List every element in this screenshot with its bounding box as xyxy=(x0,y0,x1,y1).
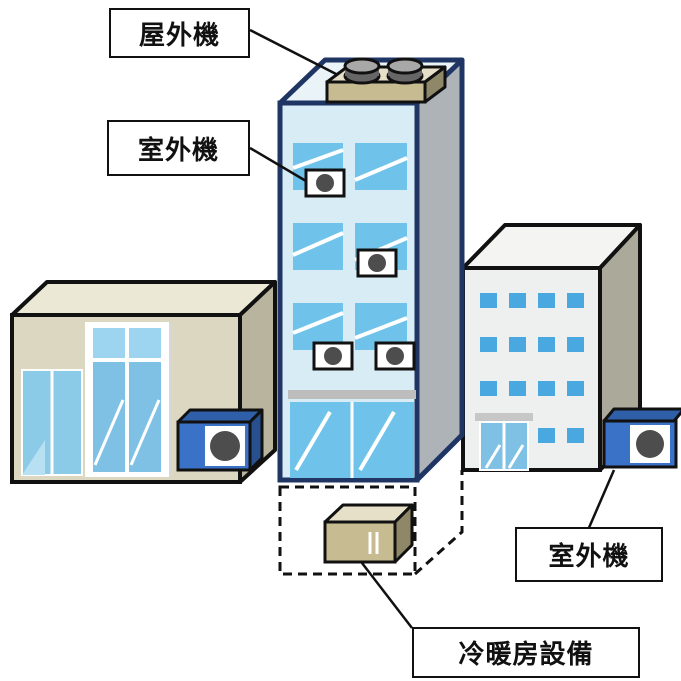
outdoor-unit-label: 室外機 xyxy=(107,120,250,176)
wall-unit xyxy=(304,168,346,198)
basement-outline xyxy=(278,470,464,576)
rooftop-unit-label: 屋外機 xyxy=(109,8,250,58)
center-tower xyxy=(277,57,465,483)
right-outdoor-unit xyxy=(602,407,681,469)
callout-lines xyxy=(249,28,616,629)
wall-unit xyxy=(312,341,354,371)
wall-unit xyxy=(374,341,416,371)
outdoor-unit-label-right: 室外機 xyxy=(515,527,663,582)
hvac-equipment-label: 冷暖房設備 xyxy=(412,627,640,678)
rooftop-unit xyxy=(325,57,447,104)
wall-unit xyxy=(356,248,398,278)
hvac-equipment-box xyxy=(323,503,414,564)
right-building xyxy=(461,223,642,472)
left-outdoor-unit xyxy=(176,408,264,472)
